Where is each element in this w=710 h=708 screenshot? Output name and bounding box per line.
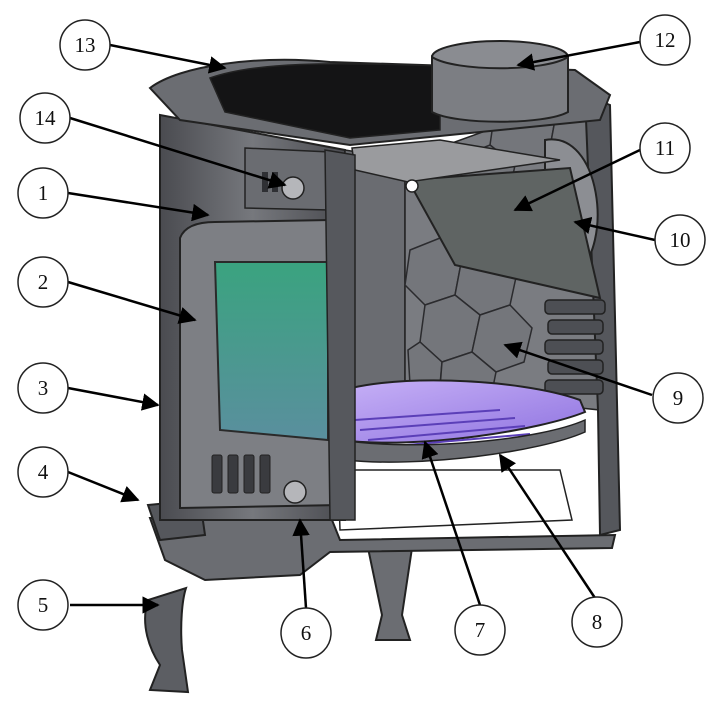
callout-7: 7 [454,604,506,656]
arrow-9 [503,341,653,397]
callout-label-7: 7 [475,618,486,642]
arrow-10 [573,216,656,242]
callout-11: 11 [639,122,691,174]
callout-3: 3 [17,362,69,414]
callout-9: 9 [652,372,704,424]
air-manifold [544,299,606,395]
baffle-plate [406,166,602,300]
callout-4: 4 [17,446,69,498]
arrow-13 [109,43,227,74]
arrow-6 [292,518,310,609]
callout-10: 10 [654,214,706,266]
callout-label-2: 2 [38,270,49,294]
callout-12: 12 [639,14,691,66]
arrow-3 [67,386,160,411]
callout-label-12: 12 [655,28,676,52]
callout-label-1: 1 [38,181,49,205]
callout-6: 6 [280,607,332,659]
callout-label-13: 13 [75,33,96,57]
door-hinge-edge [324,149,356,521]
arrow-7 [421,440,482,606]
base-plinth [148,513,617,582]
arrow-4 [67,470,140,503]
callout-label-11: 11 [655,136,675,160]
callout-2: 2 [17,256,69,308]
door-glass [213,261,329,442]
callouts: 1 2 3 4 5 6 7 8 [17,14,706,659]
callout-label-5: 5 [38,593,49,617]
arrow-2 [67,280,197,324]
callout-label-10: 10 [670,228,691,252]
callout-label-6: 6 [301,621,312,645]
callout-label-9: 9 [673,386,684,410]
callout-5: 5 [17,579,69,631]
upper-air-knob [281,176,305,200]
baffle-pin [405,179,419,193]
arrow-1 [67,191,210,222]
stove-body [144,40,622,694]
ash-pan-area [337,469,573,531]
arrow-14 [69,116,287,189]
callout-8: 8 [571,596,623,648]
lower-air-knob [283,480,307,504]
callout-label-3: 3 [38,376,49,400]
flue-collar [431,55,569,123]
leader-arrows [67,40,656,614]
callout-label-8: 8 [592,610,603,634]
callout-13: 13 [59,19,111,71]
arrow-11 [513,148,641,212]
lower-air-slots [211,454,271,494]
arrow-8 [498,453,597,599]
callout-label-4: 4 [38,460,49,484]
callout-label-14: 14 [35,106,57,130]
rear-leg [366,547,414,641]
arrow-12 [516,40,641,71]
front-leg-left [144,586,190,694]
callout-1: 1 [17,167,69,219]
callout-14: 14 [19,92,71,144]
